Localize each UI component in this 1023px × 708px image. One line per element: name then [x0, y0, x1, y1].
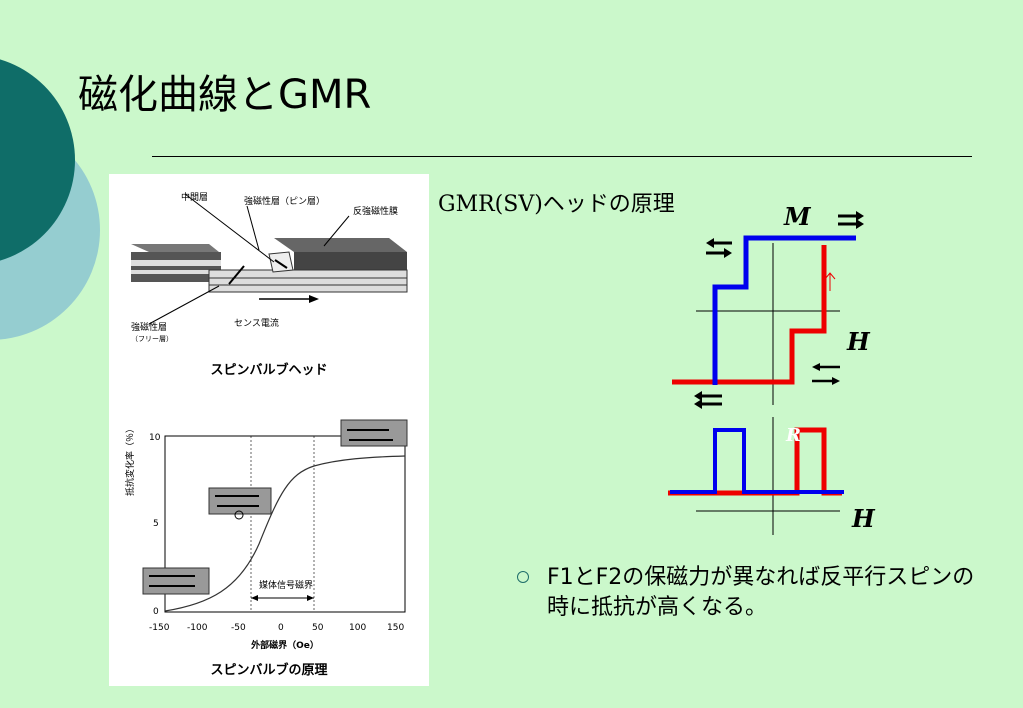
plot-ylabel: 抵抗変化率（％） [124, 424, 136, 496]
mr-curve-plot [142, 419, 408, 613]
rh-graph: R H [668, 417, 876, 535]
x-tick-150: 150 [387, 623, 404, 633]
caption-spin-valve-principle: スピンバルブの原理 [210, 662, 327, 678]
mh-graph: M H [672, 202, 871, 409]
plot-annotation-media-field: 媒体信号磁界 [259, 579, 313, 591]
label-pinned-layer: 強磁性層（ピン層） [244, 195, 325, 207]
x-tick-100: 100 [349, 623, 366, 633]
rh-x-label-H: H [851, 504, 876, 533]
x-tick-m100: -100 [187, 623, 208, 633]
blue-magnetization-curve [712, 235, 856, 385]
plot-xlabel: 外部磁界（Oe） [250, 639, 319, 651]
mh-y-label-M: M [783, 202, 812, 231]
y-tick-5: 5 [153, 519, 159, 529]
caption-spin-valve-head: スピンバルブヘッド [210, 362, 327, 378]
red-resistance-curve [668, 427, 842, 496]
label-antiferro-film: 反強磁性膜 [353, 205, 398, 217]
label-sense-current: センス電流 [234, 317, 279, 329]
gmr-graphs: M H R H [668, 202, 876, 535]
label-middle-layer: 中間層 [181, 191, 208, 203]
x-tick-50: 50 [312, 623, 324, 633]
label-free-layer-sub: （フリー層） [131, 335, 173, 343]
spin-valve-figure-drawing: 中間層 強磁性層（ピン層） 反強磁性膜 強磁性層 （フリー層） センス電流 スピ… [124, 191, 408, 678]
label-free-layer: 強磁性層 [131, 321, 167, 333]
rh-y-label-R: R [785, 425, 801, 446]
bullet-circle-icon [517, 571, 529, 583]
y-tick-10: 10 [149, 433, 161, 443]
decorative-circles [0, 59, 100, 340]
x-tick-m50: -50 [231, 623, 246, 633]
blue-resistance-curve [670, 428, 844, 494]
red-magnetization-curve [672, 245, 827, 385]
gmr-diagram-title: GMR(SV)ヘッドの原理 [438, 192, 675, 217]
mh-x-label-H: H [846, 327, 871, 356]
spin-valve-head-drawing [131, 193, 408, 325]
x-tick-0: 0 [278, 623, 284, 633]
y-tick-0: 0 [153, 607, 159, 617]
title-underline [152, 156, 972, 157]
dark-teal-circle [0, 59, 75, 261]
bullet-text: F1とF2の保磁力が異なれば反平行スピンの時に抵抗が高くなる。 [547, 565, 975, 620]
slide-title: 磁化曲線とGMR [78, 72, 372, 118]
x-tick-m150: -150 [149, 623, 170, 633]
spin-valve-figure: 中間層 強磁性層（ピン層） 反強磁性膜 強磁性層 （フリー層） センス電流 スピ… [109, 174, 429, 686]
